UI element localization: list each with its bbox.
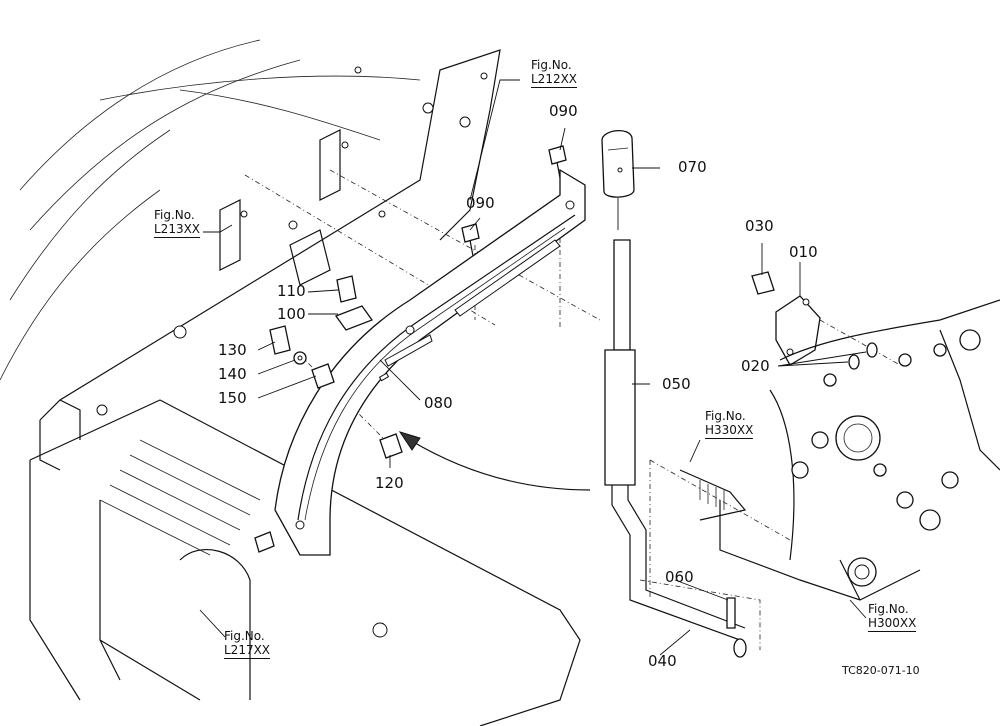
fig-ref-l213-label: Fig.No. <box>154 208 195 222</box>
part-label-150: 150 <box>218 389 247 407</box>
fender-outline <box>0 39 421 381</box>
direction-arrow <box>398 431 591 491</box>
fig-ref-l217: Fig.No. L217XX <box>224 629 271 659</box>
bolt-090 <box>254 145 567 553</box>
guide-plate-080 <box>274 168 586 556</box>
fig-ref-h330-label: Fig.No. <box>705 409 746 423</box>
transmission-housing <box>679 299 1000 601</box>
fig-ref-l217-code: L217XX <box>224 643 271 659</box>
part-label-100: 100 <box>277 305 306 323</box>
part-label-090-lower: 090 <box>466 194 495 212</box>
mounting-plate <box>39 49 501 471</box>
fig-ref-l212-code: L212XX <box>531 72 578 88</box>
lever-040 <box>604 239 747 658</box>
part-label-050: 050 <box>662 375 691 393</box>
lower-panel <box>29 399 581 726</box>
fig-ref-l212-label: Fig.No. <box>531 58 572 72</box>
drawing-code: TC820-071-10 <box>842 664 920 677</box>
knob-070 <box>601 130 635 230</box>
fig-ref-h300-label: Fig.No. <box>868 602 909 616</box>
cover-plate-010 <box>751 271 878 370</box>
part-label-060: 060 <box>665 568 694 586</box>
fig-ref-l217-label: Fig.No. <box>224 629 265 643</box>
part-label-030: 030 <box>745 217 774 235</box>
fig-ref-h300: Fig.No. H300XX <box>868 602 917 632</box>
fig-ref-h330-code: H330XX <box>705 423 754 439</box>
part-label-020: 020 <box>741 357 770 375</box>
fig-ref-h300-code: H300XX <box>868 616 917 632</box>
part-label-080: 080 <box>424 394 453 412</box>
part-label-010: 010 <box>789 243 818 261</box>
part-label-040: 040 <box>648 652 677 670</box>
part-label-110: 110 <box>277 282 306 300</box>
leader-lines <box>199 79 867 656</box>
part-label-090-upper: 090 <box>549 102 578 120</box>
small-fasteners <box>269 275 403 459</box>
part-label-070: 070 <box>678 158 707 176</box>
part-label-130: 130 <box>218 341 247 359</box>
fig-ref-l213-code: L213XX <box>154 222 201 238</box>
fig-ref-h330: Fig.No. H330XX <box>705 409 754 439</box>
fig-ref-l212: Fig.No. L212XX <box>531 58 578 88</box>
fig-ref-l213: Fig.No. L213XX <box>154 208 201 238</box>
part-label-140: 140 <box>218 365 247 383</box>
part-label-120: 120 <box>375 474 404 492</box>
